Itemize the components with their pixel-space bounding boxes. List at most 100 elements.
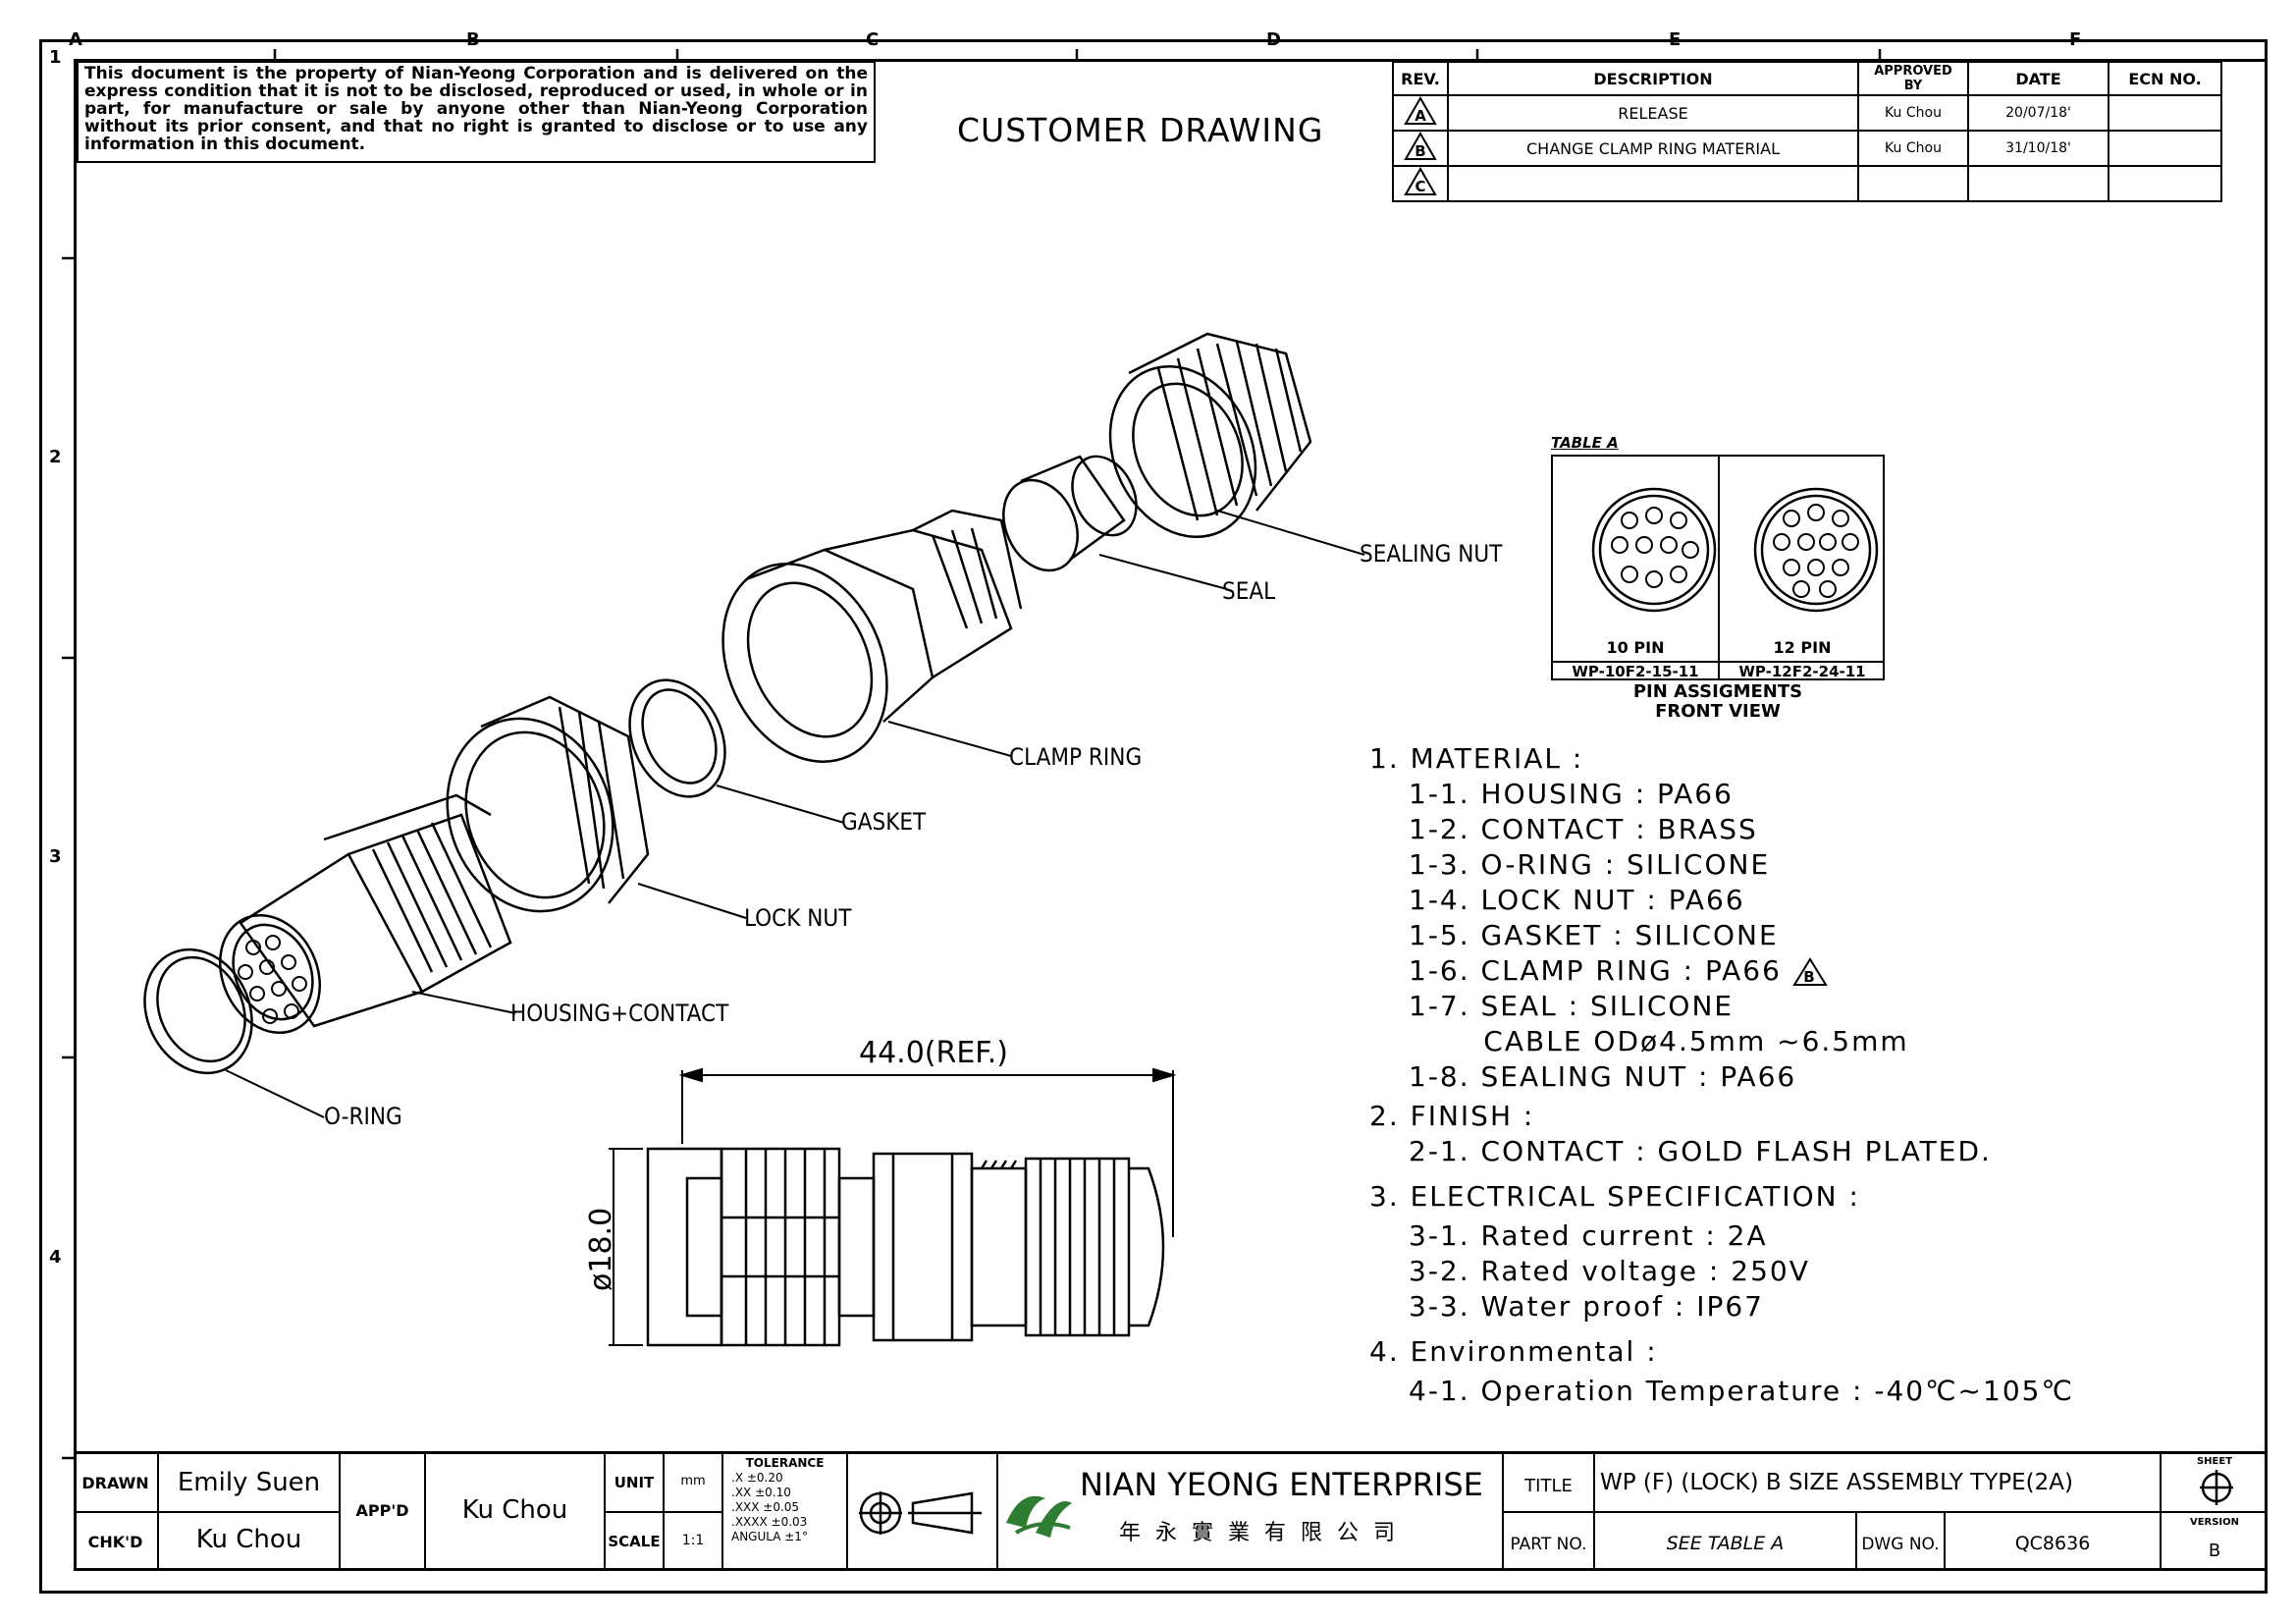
spec-line: 3-3. Water proof : IP67 xyxy=(1409,1290,1764,1323)
pin-table-title: TABLE A xyxy=(1551,434,1619,452)
spec-line: 3-1. Rated current : 2A xyxy=(1409,1219,1768,1252)
date-header: DATE xyxy=(1967,61,2109,96)
company-logo-icon xyxy=(1001,1484,1075,1546)
chkd-value: Ku Chou xyxy=(195,1525,302,1554)
dimension-diameter: ø18.0 xyxy=(584,1207,618,1291)
pin-12-part: WP-12F2-24-11 xyxy=(1738,663,1866,680)
spec-line: 1-8. SEALING NUT : PA66 xyxy=(1409,1060,1797,1093)
spec-line: 2-1. CONTACT : GOLD FLASH PLATED. xyxy=(1409,1135,1992,1167)
revision-table: REV. DESCRIPTION APPROVED BY DATE ECN NO… xyxy=(1392,61,2222,202)
zone-label-c: C xyxy=(866,29,880,50)
spec-line: 1. MATERIAL : xyxy=(1369,742,1584,775)
label-sealing-nut: SEALING NUT xyxy=(1360,540,1503,568)
rev-triangle-c: C xyxy=(1392,165,1449,202)
disclaimer-box: This document is the property of Nian-Ye… xyxy=(77,61,876,163)
dwg-no-label: DWG NO. xyxy=(1861,1535,1940,1554)
rev-a-ecn xyxy=(2108,94,2222,132)
spec-line: 1-7. SEAL : SILICONE xyxy=(1409,990,1735,1022)
tolerance-row: ANGULA ±1° xyxy=(731,1530,808,1543)
projection-symbol-icon xyxy=(859,1479,987,1551)
drawn-value: Emily Suen xyxy=(177,1468,321,1497)
pin-12-label: 12 PIN xyxy=(1773,638,1832,657)
spec-line: 1-3. O-RING : SILICONE xyxy=(1409,848,1771,881)
spec-line: 1-1. HOUSING : PA66 xyxy=(1409,778,1734,810)
revision-row: B CHANGE CLAMP RING MATERIAL Ku Chou 31/… xyxy=(1392,130,2222,167)
version-label: VERSION xyxy=(2189,1517,2240,1528)
title-value: WP (F) (LOCK) B SIZE ASSEMBLY TYPE(2A) xyxy=(1600,1470,2074,1495)
tolerance-row: .XXX ±0.05 xyxy=(731,1500,800,1514)
pin-10-label: 10 PIN xyxy=(1606,638,1665,657)
label-o-ring: O-RING xyxy=(324,1103,402,1130)
approved-header: APPROVED BY xyxy=(1857,61,1969,96)
spec-line-with-rev: 1-6. CLAMP RING : PA66 B xyxy=(1369,953,2074,989)
drawn-label: DRAWN xyxy=(81,1474,149,1492)
spec-line: 2. FINISH : xyxy=(1369,1100,1535,1132)
chkd-label: CHK'D xyxy=(87,1533,143,1551)
label-lock-nut: LOCK NUT xyxy=(744,904,852,932)
rev-a-description: RELEASE xyxy=(1447,94,1859,132)
spec-line: 3-2. Rated voltage : 250V xyxy=(1409,1255,1810,1287)
label-seal: SEAL xyxy=(1222,577,1276,605)
rev-header: REV. xyxy=(1392,61,1449,96)
scale-label: SCALE xyxy=(608,1533,661,1550)
tolerance-title: TOLERANCE xyxy=(745,1456,825,1470)
rev-triangle-a: A xyxy=(1392,94,1449,132)
zone-label-4: 4 xyxy=(49,1247,62,1268)
rev-a-date: 20/07/18' xyxy=(1967,94,2109,132)
spec-line: 3. ELECTRICAL SPECIFICATION : xyxy=(1369,1180,1860,1213)
rev-b-description: CHANGE CLAMP RING MATERIAL xyxy=(1447,130,1859,167)
spec-line: 1-4. LOCK NUT : PA66 xyxy=(1409,884,1745,916)
zone-label-2: 2 xyxy=(49,447,62,467)
pin-table-rule xyxy=(1553,661,1883,663)
label-gasket: GASKET xyxy=(841,808,927,836)
rev-c-letter: C xyxy=(1415,178,1425,195)
rev-a-letter: A xyxy=(1415,107,1426,125)
zone-label-e: E xyxy=(1669,29,1682,50)
zone-label-d: D xyxy=(1266,29,1281,50)
dimension-length: 44.0(REF.) xyxy=(859,1036,1008,1070)
tolerance-box: TOLERANCE .X ±0.20 .XX ±0.10 .XXX ±0.05 … xyxy=(723,1456,846,1544)
rev-triangle-b: B xyxy=(1392,130,1449,167)
tolerance-row: .X ±0.20 xyxy=(731,1471,783,1485)
pin-caption-2: FRONT VIEW xyxy=(1655,701,1781,722)
tolerance-row: .XXXX ±0.03 xyxy=(731,1515,808,1529)
rev-b-letter: B xyxy=(1415,142,1425,160)
rev-b-ecn xyxy=(2108,130,2222,167)
revision-row: A RELEASE Ku Chou 20/07/18' xyxy=(1392,94,2222,132)
pin-10-part: WP-10F2-15-11 xyxy=(1572,663,1699,680)
scale-value: 1:1 xyxy=(681,1533,705,1548)
dwg-no-value: QC8636 xyxy=(2014,1533,2091,1554)
rev-b-date: 31/10/18' xyxy=(1967,130,2109,167)
rev-b-approved: Ku Chou xyxy=(1857,130,1969,167)
rev-c-ecn xyxy=(2108,165,2222,202)
drawing-title: CUSTOMER DRAWING xyxy=(957,111,1324,149)
version-value: B xyxy=(2208,1541,2221,1561)
tolerance-row: .XX ±0.10 xyxy=(731,1486,791,1499)
rev-c-description xyxy=(1447,165,1859,202)
zone-label-a: A xyxy=(69,29,82,50)
zone-label-b: B xyxy=(466,29,480,50)
label-housing-contact: HOUSING+CONTACT xyxy=(510,1000,729,1027)
pin-table: 10 PIN 12 PIN WP-10F2-15-11 WP-12F2-24-1… xyxy=(1551,455,1885,680)
spec-line: 1-2. CONTACT : BRASS xyxy=(1409,813,1758,845)
spec-line: 1-5. GASKET : SILICONE xyxy=(1409,919,1779,951)
revision-row: C xyxy=(1392,165,2222,202)
rev-c-date xyxy=(1967,165,2109,202)
spec-line: 4-1. Operation Temperature : -40℃~105℃ xyxy=(1409,1375,2074,1407)
svg-text:B: B xyxy=(1803,968,1816,986)
rev-c-approved xyxy=(1857,165,1969,202)
drawing-frame-inner xyxy=(74,59,2268,1571)
spec-line: CABLE ODø4.5mm ~6.5mm xyxy=(1409,1025,1909,1057)
spec-line: 1-6. CLAMP RING : PA66 xyxy=(1409,954,1782,987)
zone-label-3: 3 xyxy=(49,846,62,867)
appd-value: Ku Chou xyxy=(461,1495,568,1525)
ecn-header: ECN NO. xyxy=(2108,61,2222,96)
rev-b-mark: B xyxy=(1792,957,1828,986)
specification-notes: 1. MATERIAL : 1-1. HOUSING : PA66 1-2. C… xyxy=(1369,741,2074,1409)
part-no-label: PART NO. xyxy=(1510,1535,1587,1554)
title-block: DRAWN Emily Suen CHK'D Ku Chou APP'D Ku … xyxy=(74,1451,2268,1571)
unit-value: mm xyxy=(680,1474,706,1488)
sheet-target-icon xyxy=(2200,1470,2233,1509)
zone-label-f: F xyxy=(2069,29,2082,50)
company-name: NIAN YEONG ENTERPRISE xyxy=(1080,1466,1483,1503)
